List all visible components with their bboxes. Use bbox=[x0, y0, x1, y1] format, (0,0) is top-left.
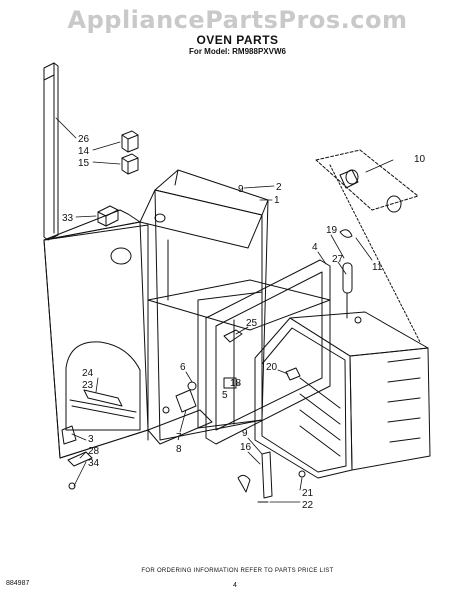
clip-part-14 bbox=[121, 130, 139, 153]
callout-6: 6 bbox=[180, 362, 186, 373]
callout-4: 4 bbox=[312, 242, 318, 253]
callout-28: 28 bbox=[88, 446, 100, 457]
callout-19: 19 bbox=[326, 225, 338, 236]
watermark: AppliancePartsPros.com bbox=[67, 6, 408, 34]
callout-16: 16 bbox=[240, 442, 252, 453]
callout-7: 7 bbox=[176, 432, 182, 443]
document-number: 884987 bbox=[6, 580, 30, 587]
callout-33: 33 bbox=[62, 213, 74, 224]
vertical-trim-strip bbox=[43, 62, 59, 241]
callout-numbers: 26 14 15 33 9 2 1 10 4 19 27 11 25 6 18 … bbox=[62, 134, 426, 511]
callout-23: 23 bbox=[82, 380, 94, 391]
leader-lines bbox=[55, 117, 394, 503]
callout-22: 22 bbox=[302, 500, 314, 511]
callout-34: 34 bbox=[88, 458, 100, 469]
callout-5: 5 bbox=[222, 390, 228, 401]
bracket-part-33 bbox=[97, 205, 119, 227]
callout-18: 18 bbox=[230, 378, 242, 389]
ordering-info-note: FOR ORDERING INFORMATION REFER TO PARTS … bbox=[141, 568, 334, 574]
callout-10: 10 bbox=[414, 154, 426, 165]
small-hardware bbox=[61, 329, 306, 503]
callout-8: 8 bbox=[176, 444, 182, 455]
oven-light-assembly bbox=[315, 149, 421, 343]
callout-24: 24 bbox=[82, 368, 94, 379]
callout-26: 26 bbox=[78, 134, 90, 145]
callout-20: 20 bbox=[266, 362, 278, 373]
oven-cabinet bbox=[43, 169, 331, 459]
callout-11: 11 bbox=[372, 262, 383, 273]
callout-9-lower: 9 bbox=[242, 428, 248, 439]
page-number: 4 bbox=[233, 582, 237, 589]
callout-14: 14 bbox=[78, 146, 90, 157]
oven-liner bbox=[254, 311, 431, 479]
model-subtitle: For Model: RM988PXVW6 bbox=[189, 47, 286, 56]
callout-15: 15 bbox=[78, 158, 90, 169]
page-title: OVEN PARTS bbox=[196, 33, 279, 47]
callout-27: 27 bbox=[332, 254, 344, 265]
callout-9-top: 9 bbox=[238, 184, 244, 195]
callout-2: 2 bbox=[276, 182, 282, 193]
callout-1: 1 bbox=[274, 195, 280, 206]
clip-part-15 bbox=[121, 153, 139, 175]
callout-3: 3 bbox=[88, 434, 94, 445]
front-frame bbox=[205, 259, 331, 445]
callout-25: 25 bbox=[246, 318, 258, 329]
callout-21: 21 bbox=[302, 488, 314, 499]
